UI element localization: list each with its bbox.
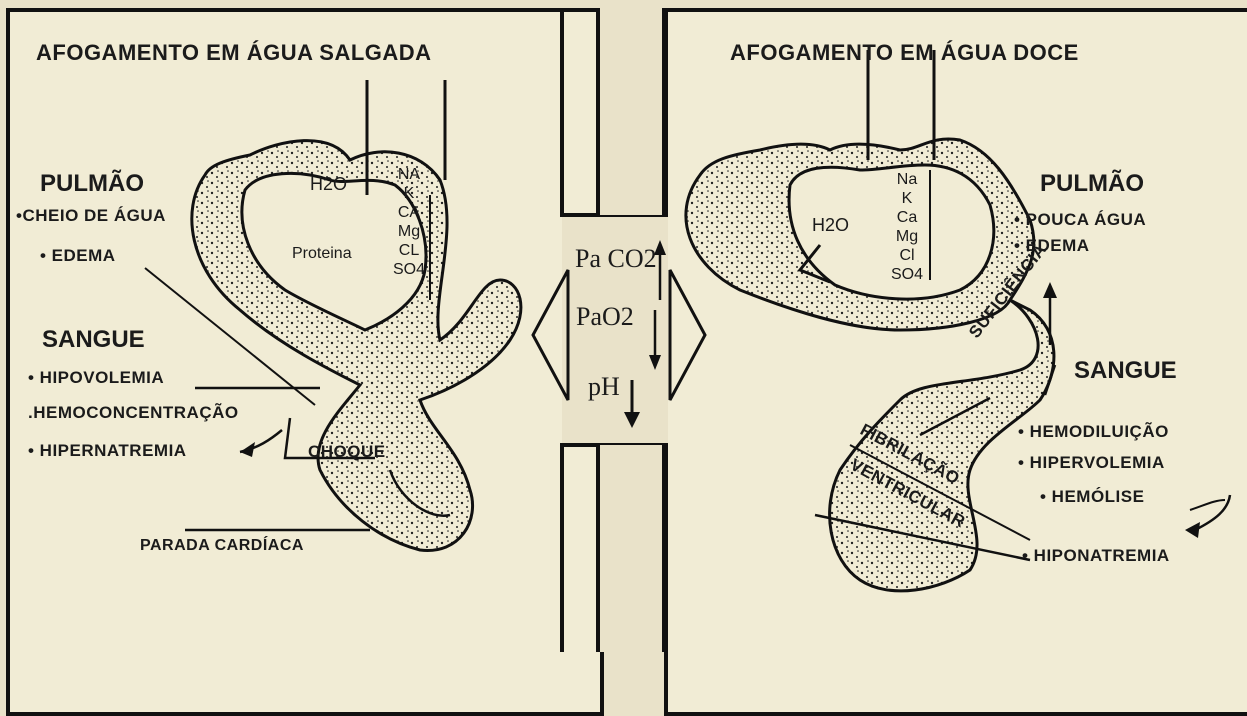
left-protein-label: Proteina bbox=[292, 244, 352, 263]
left-alveolus-capillary bbox=[145, 80, 521, 550]
right-lung-heading: PULMÃO bbox=[1040, 170, 1144, 198]
right-lung-item: • POUCA ÁGUA bbox=[1014, 210, 1146, 230]
pao2-label: PaO2 bbox=[576, 302, 634, 332]
left-blood-item: • HIPOVOLEMIA bbox=[28, 368, 164, 388]
right-title: AFOGAMENTO EM ÁGUA DOCE bbox=[730, 40, 1079, 66]
right-blood-heading: SANGUE bbox=[1074, 357, 1177, 385]
shock-label: CHOQUE bbox=[308, 442, 386, 462]
left-lung-item: •CHEIO DE ÁGUA bbox=[16, 206, 166, 226]
left-ions: NA K CA Mg CL SO4 bbox=[386, 165, 432, 279]
left-lung-item: • EDEMA bbox=[40, 246, 116, 266]
left-lung-heading: PULMÃO bbox=[40, 170, 144, 198]
paco2-label: Pa CO2 bbox=[575, 244, 657, 274]
left-blood-heading: SANGUE bbox=[42, 326, 145, 354]
left-title: AFOGAMENTO EM ÁGUA SALGADA bbox=[36, 40, 432, 66]
right-blood-item: • HEMÓLISE bbox=[1040, 487, 1144, 507]
ph-label: pH bbox=[588, 372, 620, 402]
left-blood-item: .HEMOCONCENTRAÇÃO bbox=[28, 403, 239, 423]
right-water-label: H2O bbox=[812, 216, 849, 235]
left-water-label: H2O bbox=[310, 175, 347, 194]
right-blood-item: • HIPERVOLEMIA bbox=[1018, 453, 1165, 473]
right-blood-item: • HIPONATREMIA bbox=[1022, 546, 1170, 566]
right-blood-item: • HEMODILUIÇÃO bbox=[1018, 422, 1169, 442]
cardiac-arrest-label: PARADA CARDÍACA bbox=[140, 537, 304, 555]
right-ions: Na K Ca Mg Cl SO4 bbox=[884, 170, 930, 284]
left-blood-item: • HIPERNATREMIA bbox=[28, 441, 187, 461]
